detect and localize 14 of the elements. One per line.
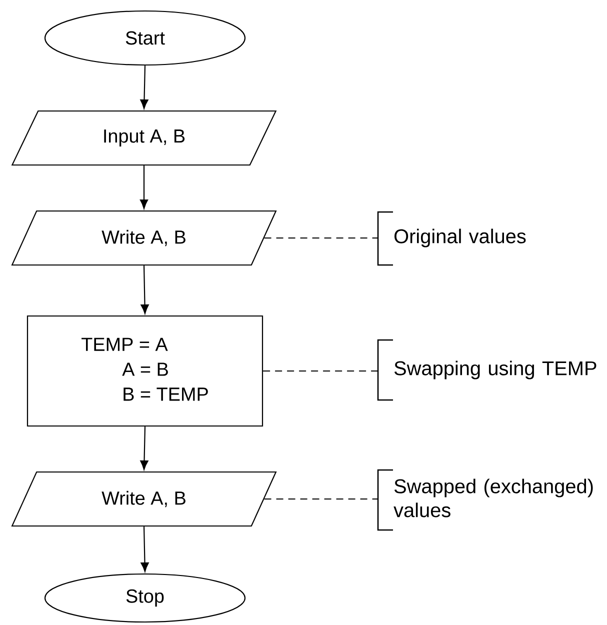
start-terminator: Start [44, 10, 246, 66]
leader-line [264, 498, 378, 500]
arrow [140, 66, 148, 109]
leader-line [264, 237, 378, 239]
arrow [140, 526, 149, 572]
stop-terminator: Stop [44, 573, 246, 623]
arrow [140, 266, 149, 314]
arrow [140, 426, 148, 470]
process-box: TEMP = A A = B B = TEMP [26, 315, 264, 427]
arrow [140, 166, 148, 209]
leader-line [263, 370, 378, 372]
annotation-text: Swapped (exchanged) values [394, 478, 593, 518]
annotation-text: Original values [394, 228, 526, 248]
annotation-text: Swapping using TEMP [394, 360, 596, 380]
